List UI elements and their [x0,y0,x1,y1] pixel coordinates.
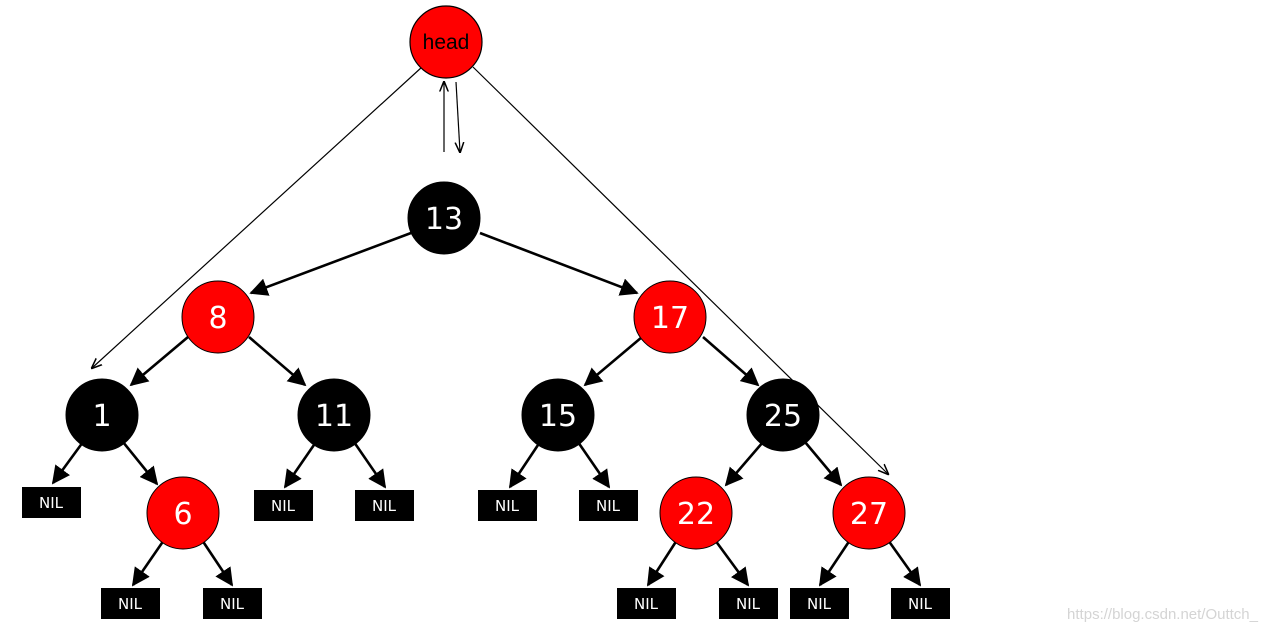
node-label: 15 [539,399,577,434]
node-6: 6 [146,476,220,550]
node-circle [181,280,255,354]
edge-25-22 [724,441,764,487]
node-label: 8 [208,301,227,336]
edge-15-nil-a [508,441,542,489]
nil-leaf: NIL [617,588,676,619]
node-circle [297,378,371,452]
node-circle [65,378,139,452]
edge-6-nil-a [131,539,166,587]
edge-15-nil-b [576,441,611,489]
edge-13-8 [249,231,412,296]
node-circle [146,476,220,550]
nil-label: NIL [372,497,397,515]
nil-box [617,588,676,619]
edge-25-27 [804,441,843,487]
node-label: 27 [850,497,888,532]
edge-13-17 [479,231,639,296]
head-node: head [409,5,483,79]
nil-box [719,588,778,619]
node-22: 22 [659,476,733,550]
edge-8-11 [248,336,307,387]
node-circle [832,476,906,550]
nil-label: NIL [271,497,296,515]
nil-label: NIL [736,595,761,613]
head-label: head [423,31,470,54]
node-circle [521,378,595,452]
nil-label: NIL [596,497,621,515]
node-8: 8 [181,280,255,354]
nil-label: NIL [908,595,933,613]
head-to-leftmost-arrow [92,66,423,368]
nil-label: NIL [220,595,245,613]
node-17: 17 [633,280,707,354]
node-1: 1 [65,378,139,452]
nil-label: NIL [495,497,520,515]
edge-11-nil-b [352,441,387,489]
nil-box [101,588,160,619]
nil-leaf: NIL [203,588,262,619]
node-13: 13 [407,181,481,255]
node-label: 17 [651,301,689,336]
nil-box [203,588,262,619]
edge-22-nil-b [713,539,750,587]
nil-leaf: NIL [101,588,160,619]
node-label: 11 [315,399,353,434]
edge-6-nil-b [200,539,234,587]
nil-leaf: NIL [891,588,950,619]
nil-box [891,588,950,619]
edge-1-6 [121,441,159,486]
edge-17-15 [583,336,643,387]
head-pointers [92,66,888,474]
node-circle [633,280,707,354]
node-27: 27 [832,476,906,550]
node-label: 1 [92,399,111,434]
node-circle [407,181,481,255]
edge-1-nil [51,441,85,485]
edge-22-nil-a [646,539,679,587]
node-label: 13 [425,202,463,237]
edge-8-1 [129,336,189,387]
nil-leaf: NIL [719,588,778,619]
nil-label: NIL [118,595,143,613]
nil-box [790,588,849,619]
nil-label: NIL [634,595,659,613]
edge-27-nil-a [818,539,852,587]
nil-leaf: NIL [355,490,414,521]
watermark-text: https://blog.csdn.net/Outtch_ [1067,606,1258,623]
nil-leaf: NIL [579,490,638,521]
edge-11-nil-a [283,441,318,489]
nil-box [355,490,414,521]
node-25: 25 [746,378,820,452]
head-circle [409,5,483,79]
nil-label: NIL [39,494,64,512]
edge-17-25 [702,336,760,387]
nil-leaf: NIL [478,490,537,521]
node-circle [659,476,733,550]
node-label: 25 [764,399,802,434]
nil-box [254,490,313,521]
nil-box [22,487,81,518]
nil-box [579,490,638,521]
nil-label: NIL [807,595,832,613]
node-15: 15 [521,378,595,452]
node-circle [746,378,820,452]
nil-leaf: NIL [790,588,849,619]
head-to-root-arrow [456,81,460,152]
nil-leaf: NIL [254,490,313,521]
edge-27-nil-b [886,539,922,587]
nil-leaf: NIL [22,487,81,518]
node-label: 22 [677,497,715,532]
node-label: 6 [173,497,192,532]
nil-box [478,490,537,521]
node-11: 11 [297,378,371,452]
tree-edges [51,231,922,587]
head-to-rightmost-arrow [472,66,888,474]
